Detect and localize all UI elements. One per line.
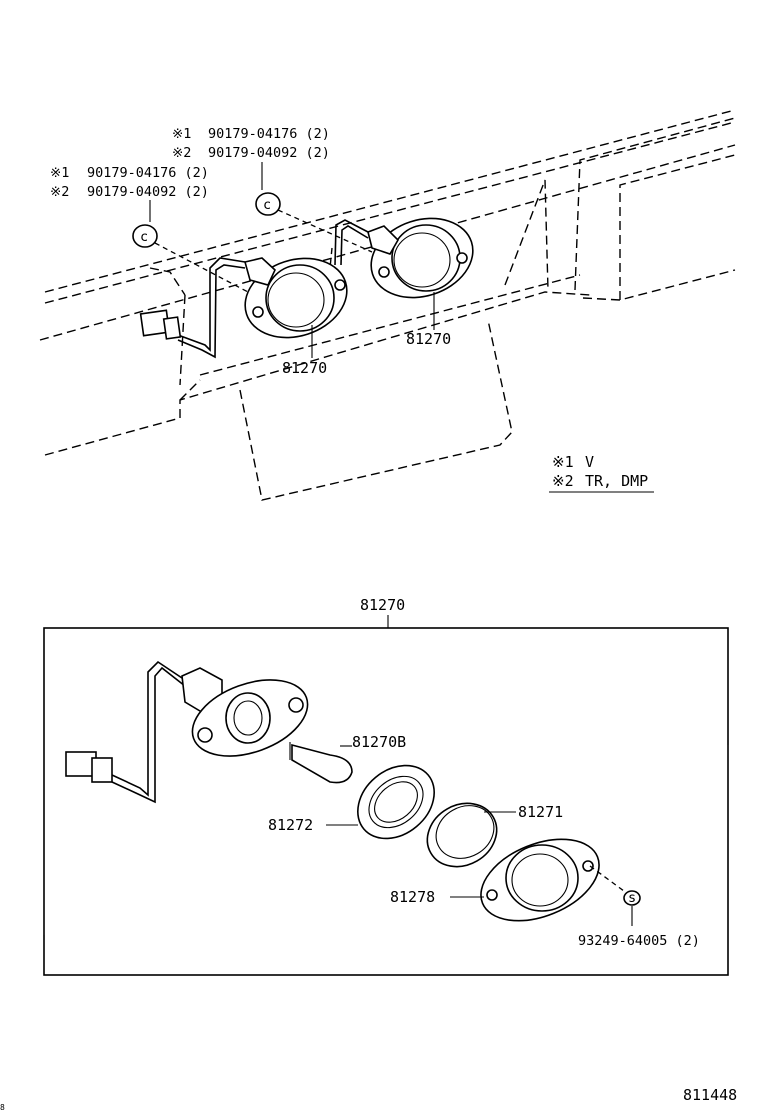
callout-part-1: 90179-04176 (2): [87, 165, 209, 181]
legend-text-2: TR, DMP: [585, 472, 648, 490]
svg-text:s: s: [628, 890, 636, 906]
screw: s: [589, 865, 641, 926]
callout-mark-1: ※1: [172, 126, 191, 142]
callout-mark-1: ※1: [50, 165, 69, 181]
lamp-socket: [181, 667, 309, 757]
callout-clip-left: ※1 90179-04176 (2) ※2 90179-04092 (2): [50, 165, 209, 200]
label-lamp-left: 81270: [282, 359, 327, 377]
callout-part-2: 90179-04092 (2): [87, 184, 209, 200]
assembly-harness: [65, 660, 186, 804]
license-lamp-right: [367, 217, 474, 299]
license-lamp-left: [244, 257, 348, 339]
clip-nut-right: c: [255, 192, 373, 253]
bulb: [289, 742, 353, 784]
assembly-connector: [65, 751, 113, 783]
illustration-number: 811448: [683, 1086, 737, 1104]
label-lamp-right: 81270: [406, 330, 451, 348]
wiring-harness: [139, 219, 369, 359]
connector-plug: [139, 309, 182, 340]
gasket: [357, 764, 435, 840]
assembly-title: 81270: [360, 596, 405, 614]
bumper-outline: [39, 109, 736, 501]
label-bulb: 81270B: [352, 733, 406, 751]
callout-clip-right: ※1 90179-04176 (2) ※2 90179-04092 (2): [172, 126, 330, 161]
label-screw: 93249-64005 (2): [578, 933, 700, 949]
clip-nut-left: c: [132, 224, 249, 293]
legend: ※1 V ※2 TR, DMP: [549, 453, 654, 493]
callout-mark-2: ※2: [172, 145, 191, 161]
legend-text-1: V: [585, 453, 594, 471]
lens-cover: [480, 838, 600, 922]
svg-text:c: c: [263, 197, 271, 213]
corner-mark: 8: [0, 1103, 5, 1112]
label-gasket: 81272: [268, 816, 313, 834]
lens: [426, 802, 498, 868]
callout-part-2: 90179-04092 (2): [208, 145, 330, 161]
label-lens: 81271: [518, 803, 563, 821]
label-cover: 81278: [390, 888, 435, 906]
legend-mark-1: ※1: [552, 453, 574, 471]
svg-text:c: c: [140, 229, 148, 245]
legend-mark-2: ※2: [552, 472, 574, 490]
callout-part-1: 90179-04176 (2): [208, 126, 330, 142]
callout-mark-2: ※2: [50, 184, 69, 200]
assembly-frame: [43, 627, 729, 976]
